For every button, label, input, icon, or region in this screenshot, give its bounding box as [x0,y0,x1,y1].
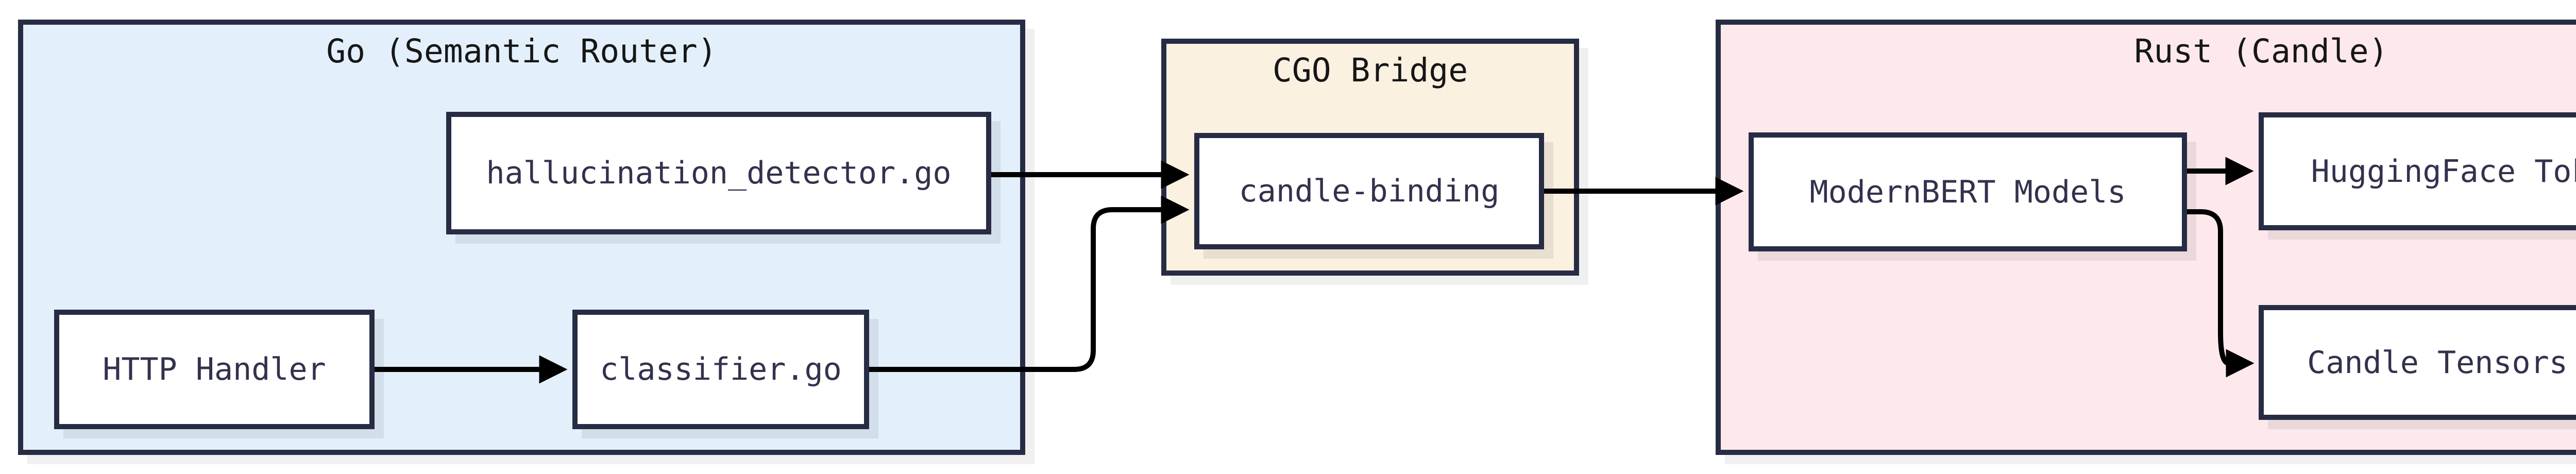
node-classifier-label: classifier.go [600,351,842,387]
node-candle-tensors: Candle Tensors [2259,305,2576,420]
node-hallucination-detector-label: hallucination_detector.go [486,155,952,191]
node-candle-binding: candle-binding [1194,133,1544,249]
node-http-handler-label: HTTP Handler [103,351,326,387]
node-http-handler: HTTP Handler [54,310,375,429]
node-candle-tensors-label: Candle Tensors [2307,344,2568,381]
node-huggingface-tokenizers: HuggingFace Tokenizers [2259,112,2576,230]
node-huggingface-tokenizers-label: HuggingFace Tokenizers [2311,153,2576,190]
node-classifier: classifier.go [572,310,869,429]
node-hallucination-detector: hallucination_detector.go [446,112,991,234]
container-cgo-title: CGO Bridge [1272,52,1468,89]
node-candle-binding-label: candle-binding [1239,173,1500,209]
node-modernbert-models: ModernBERT Models [1749,132,2187,251]
node-modernbert-models-label: ModernBERT Models [1809,174,2126,210]
container-go-title: Go (Semantic Router) [326,32,717,70]
container-rust-title: Rust (Candle) [2134,32,2388,70]
